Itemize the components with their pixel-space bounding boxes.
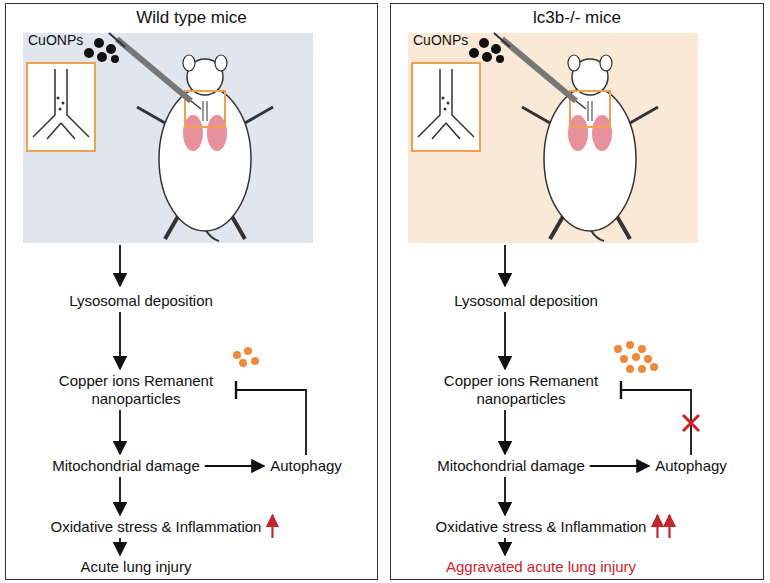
panel-box: lc3b-/- miceLysosomal depositionCopper i… — [390, 3, 764, 580]
step-box: Oxidative stress & Inflammation — [433, 517, 650, 537]
flow-arrow — [505, 538, 506, 555]
step-text: Oxidative stress & Inflammation — [51, 518, 262, 536]
flow-arrow — [505, 410, 506, 454]
step-box: Autophagy — [652, 456, 730, 476]
step-box: Aggravated acute lung injury — [443, 557, 639, 577]
increase-arrow — [656, 515, 658, 538]
inhibition-line — [621, 381, 699, 455]
step-text: Aggravated acute lung injury — [446, 558, 636, 576]
panel-box: Wild type miceLysosomal depositionCopper… — [5, 3, 378, 580]
flow-arrow — [120, 312, 121, 369]
step-text: Autophagy — [270, 457, 342, 475]
flow-arrow — [590, 466, 649, 467]
step-box: Copper ions Remanent nanoparticles — [44, 371, 228, 409]
step-text: Lysosomal deposition — [454, 292, 598, 310]
step-text: Mitochondrial damage — [52, 457, 200, 475]
flow-arrow — [120, 477, 121, 515]
inhibition-line — [236, 381, 306, 455]
flow-arrow — [205, 466, 264, 467]
flow-arrow — [120, 538, 121, 555]
step-box: Autophagy — [267, 456, 345, 476]
step-text: Oxidative stress & Inflammation — [436, 518, 647, 536]
step-text: Copper ions Remanent nanoparticles — [47, 372, 225, 408]
step-text: Acute lung injury — [81, 558, 192, 576]
step-text: Lysosomal deposition — [69, 292, 213, 310]
increase-arrow — [668, 515, 670, 538]
step-text: Mitochondrial damage — [437, 457, 585, 475]
increase-arrow — [271, 515, 273, 538]
flow-arrow — [120, 410, 121, 454]
step-text: Autophagy — [655, 457, 727, 475]
panel-title: lc3b-/- mice — [391, 8, 763, 28]
step-box: Lysosomal deposition — [451, 291, 601, 311]
step-box: Mitochondrial damage — [49, 456, 203, 476]
flow-arrow — [505, 312, 506, 369]
step-text: Copper ions Remanent nanoparticles — [432, 372, 610, 408]
flow-arrow — [505, 477, 506, 515]
particle-label: CuONPs — [28, 32, 83, 48]
particle-label: CuONPs — [413, 32, 468, 48]
step-box: Lysosomal deposition — [66, 291, 216, 311]
step-box: Mitochondrial damage — [434, 456, 588, 476]
step-box: Acute lung injury — [78, 557, 195, 577]
panel-title: Wild type mice — [6, 8, 377, 28]
step-box: Copper ions Remanent nanoparticles — [429, 371, 613, 409]
step-box: Oxidative stress & Inflammation — [48, 517, 265, 537]
